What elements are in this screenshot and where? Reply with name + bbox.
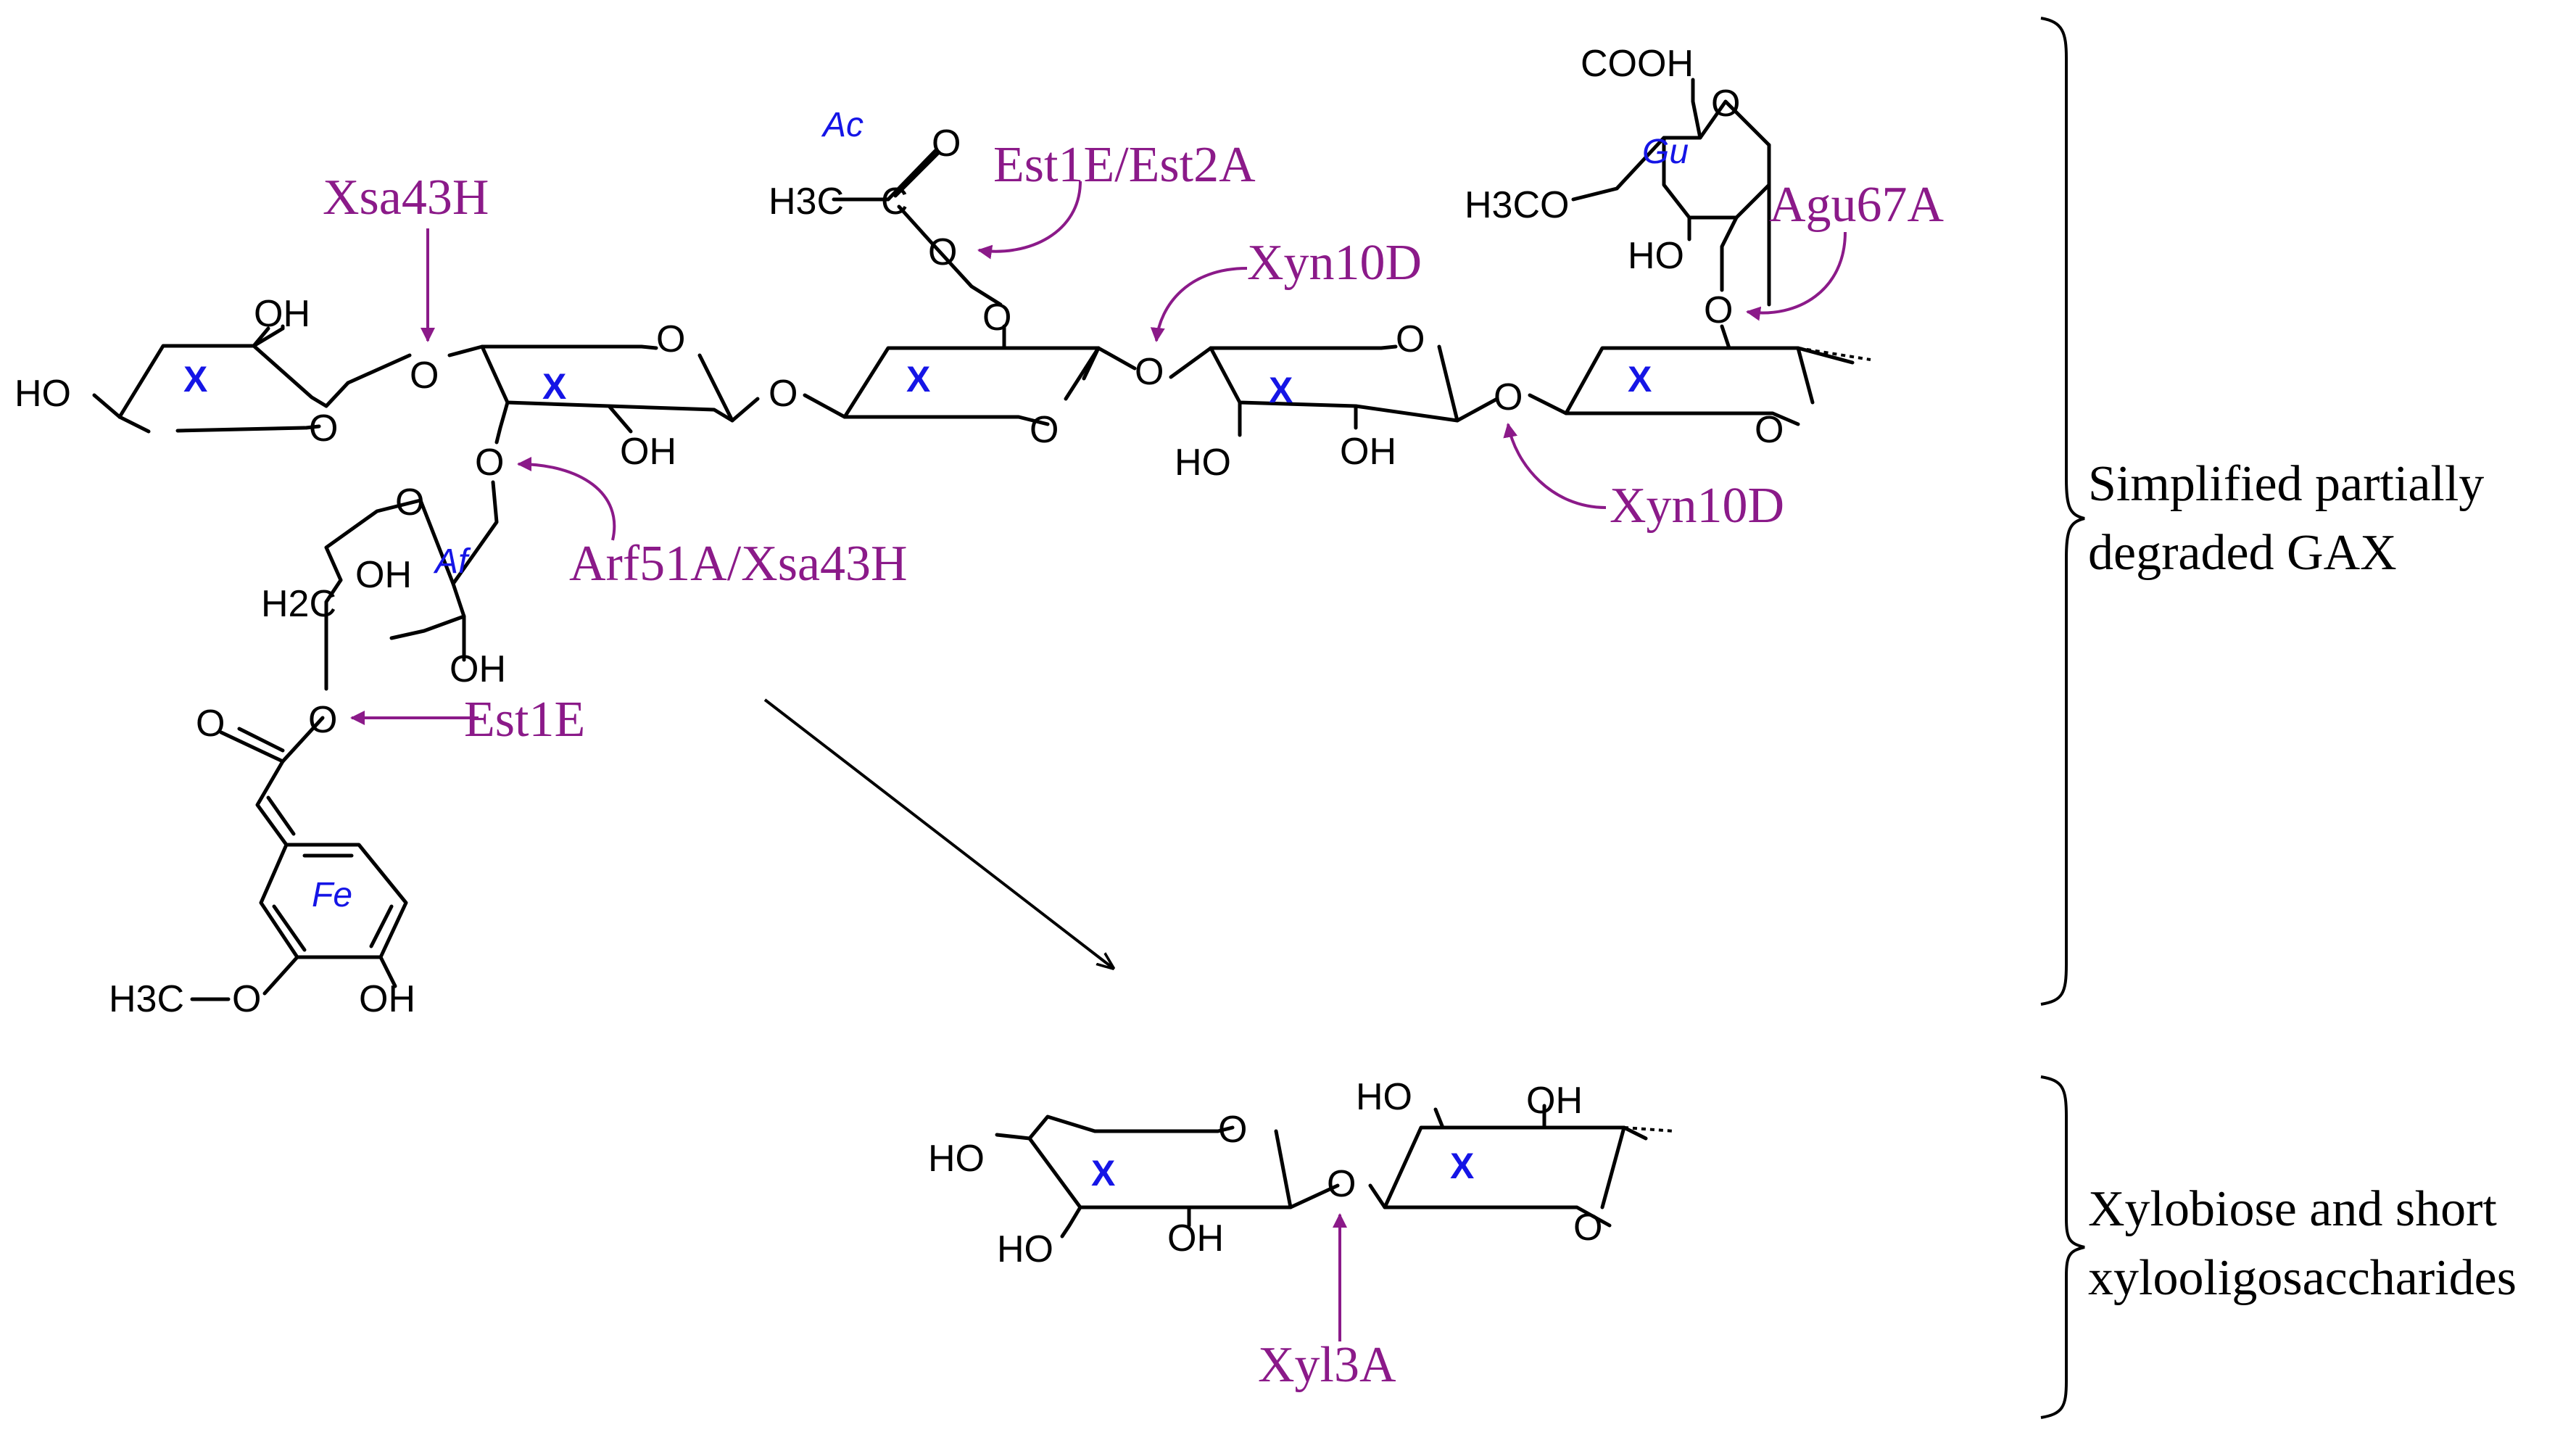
branch-oxygen: O <box>475 442 504 484</box>
acetyl-label: Ac <box>821 106 864 144</box>
enzyme-label-est1e: Est1E <box>464 692 585 748</box>
glycosidic-oxygen: O <box>1135 351 1164 393</box>
methylene-label: H2C <box>261 583 336 625</box>
enzyme-label-xyn10d-top: Xyn10D <box>1247 235 1422 291</box>
bottom-brace <box>2040 1075 2085 1419</box>
feruloyl-label: Fe <box>312 876 352 914</box>
ho-label: HO <box>928 1138 985 1180</box>
ho-label: HO <box>997 1228 1053 1270</box>
oh-label: OH <box>1167 1217 1224 1260</box>
top-brace <box>2040 17 2085 1006</box>
enzyme-label-xyn10d-bottom: Xyn10D <box>1610 478 1784 534</box>
ring-oxygen: O <box>1030 409 1059 451</box>
ring-oxygen: O <box>1755 409 1784 451</box>
est1e-est2a-arrow <box>977 181 1082 260</box>
ho-label: HO <box>1175 442 1231 484</box>
ring-oxygen: O <box>1573 1207 1602 1249</box>
xylose-label: X <box>1450 1146 1474 1186</box>
enzyme-label-xyl3a: Xyl3A <box>1258 1337 1396 1393</box>
xylose-ring-3 <box>803 324 1137 426</box>
xylose-label: X <box>1269 370 1293 410</box>
oh-label: OH <box>620 431 676 473</box>
carbonyl-carbon: C <box>881 181 908 223</box>
enzyme-label-est1e-est2a: Est1E/Est2A <box>993 137 1256 193</box>
glycosidic-oxygen: O <box>410 355 439 397</box>
xylose-ring-1 <box>92 324 412 434</box>
xylose-residue-labels: X X X X X <box>183 359 1652 410</box>
methoxy-label: H3CO <box>1465 184 1569 226</box>
oh-label: OH <box>359 978 415 1020</box>
enzyme-label-agu67a: Agu67A <box>1769 177 1945 233</box>
ring-oxygen: O <box>309 408 338 450</box>
oh-label: OH <box>254 293 310 335</box>
xylose-label: X <box>1628 359 1652 400</box>
xylobiose-structure: HO O HO OH O HO OH O X X Xyl3A <box>928 1076 1676 1393</box>
xylose-ring-2 <box>447 344 760 444</box>
carboxyl-label: COOH <box>1581 43 1694 85</box>
xylose-label: X <box>542 366 566 407</box>
backbone-atom-labels: HO OH O O O OH O O O O O O HO OH O O O <box>15 289 1784 484</box>
ho-label: HO <box>1628 235 1684 277</box>
arabinofuranose-label: Af <box>433 542 471 581</box>
glycosidic-oxygen: O <box>769 373 798 415</box>
methoxy-oxygen: O <box>232 978 261 1020</box>
enzyme-label-xsa43h: Xsa43H <box>323 170 489 226</box>
ring-oxygen: O <box>656 318 685 360</box>
ho-label: HO <box>15 373 71 415</box>
oh-label: OH <box>1526 1080 1583 1122</box>
arabinofuranose-group: O OH OH H2C Af <box>261 480 506 691</box>
glycosidic-oxygen: O <box>1327 1163 1356 1205</box>
oh-label: OH <box>1340 431 1396 473</box>
ring-oxygen: O <box>1711 83 1740 125</box>
top-side-label-line-1: Simplified partially <box>2088 456 2484 512</box>
oh-label: OH <box>355 554 412 596</box>
bottom-side-label-line-1: Xylobiose and short <box>2088 1181 2497 1237</box>
carbonyl-oxygen: O <box>196 703 225 745</box>
feruloyl-group: O O H3C O OH Fe <box>109 699 415 1020</box>
top-side-label-line-2: degraded GAX <box>2088 525 2397 581</box>
glycosidic-oxygen: O <box>1494 376 1523 418</box>
xylose-ring-4 <box>1169 344 1499 437</box>
enzyme-label-arf51a-xsa43h: Arf51A/Xsa43H <box>569 536 908 592</box>
arf51a-xsa43h-arrow <box>517 457 616 541</box>
methyl-label: H3C <box>769 181 844 223</box>
bottom-side-label-line-2: xylooligosaccharides <box>2088 1250 2517 1306</box>
enzyme-annotations: Xsa43H Est1E/Est2A Xyn10D Agu67A Arf51A/… <box>323 137 1945 748</box>
side-annotations: Simplified partially degraded GAX Xylobi… <box>2040 17 2517 1419</box>
xylose-label: X <box>183 359 207 400</box>
carbonyl-oxygen: O <box>932 123 961 165</box>
xyn10d-top-arrow <box>1150 267 1248 342</box>
xylose-label: X <box>1091 1153 1115 1194</box>
agu67a-arrow <box>1746 231 1847 321</box>
acetyl-group: H3C C O O Ac <box>769 106 1003 307</box>
oh-label: OH <box>450 648 506 690</box>
ho-label: HO <box>1356 1076 1412 1118</box>
xylan-backbone <box>92 324 1871 444</box>
ring-oxygen: O <box>1218 1109 1247 1151</box>
xylose-ring-5 <box>1528 324 1871 426</box>
ester-oxygen: O <box>928 231 957 273</box>
xyn10d-bottom-arrow <box>1503 423 1607 509</box>
glucuronyl-link-oxygen: O <box>1704 289 1733 331</box>
ring-oxygen: O <box>395 481 424 524</box>
ester-oxygen: O <box>308 699 337 741</box>
glucuronic-acid-group: COOH O H3CO HO Gu <box>1465 43 1771 307</box>
ring-oxygen: O <box>1396 318 1425 360</box>
methyl-label: H3C <box>109 978 184 1020</box>
xylose-label: X <box>906 359 930 400</box>
glucuronic-label: Gu <box>1642 133 1689 171</box>
degradation-arrow <box>763 698 1113 968</box>
